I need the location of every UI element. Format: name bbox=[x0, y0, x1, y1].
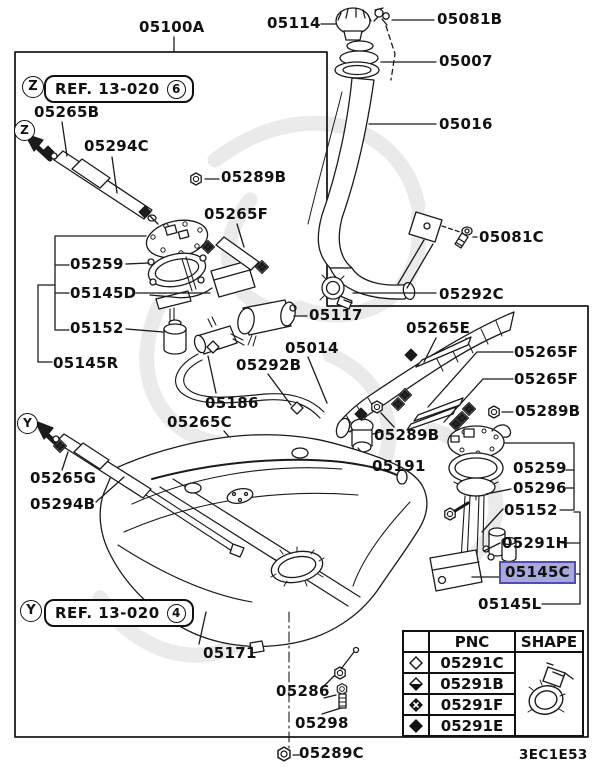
part-label-05081C[interactable]: 05081C bbox=[479, 228, 544, 246]
clamp-symbol-icon bbox=[402, 672, 430, 695]
part-label-05294C[interactable]: 05294C bbox=[84, 137, 149, 155]
part-label-05259-b[interactable]: 05259 bbox=[513, 459, 567, 477]
part-label-05265F-c[interactable]: 05265F bbox=[514, 370, 579, 388]
filler-neck-drawing bbox=[307, 7, 478, 310]
part-label-05265F-a[interactable]: 05265F bbox=[204, 205, 269, 223]
pnc-legend-table: PNC SHAPE 05291C 05291B bbox=[402, 630, 584, 737]
part-label-05265E[interactable]: 05265E bbox=[406, 319, 471, 337]
left-bracket bbox=[54, 235, 147, 331]
part-label-05289B-c[interactable]: 05289B bbox=[515, 402, 581, 420]
bottom-parts-drawing bbox=[277, 651, 355, 762]
pnc-cell[interactable]: 05291E bbox=[428, 714, 516, 737]
part-label-05292B[interactable]: 05292B bbox=[236, 356, 302, 374]
legend-row: 05291E bbox=[402, 714, 583, 737]
part-label-05265C[interactable]: 05265C bbox=[167, 413, 232, 431]
part-label-05145C-highlighted[interactable]: 05145C bbox=[499, 561, 576, 584]
legend-row: 05291B bbox=[402, 672, 583, 695]
ref-label: REF. 13-020 bbox=[55, 604, 160, 622]
clamp-symbol-icon bbox=[402, 693, 430, 716]
part-label-05016[interactable]: 05016 bbox=[439, 115, 493, 133]
symbol-column-header bbox=[402, 630, 430, 653]
shape-column-header: SHAPE bbox=[514, 630, 584, 653]
part-label-05296[interactable]: 05296 bbox=[513, 479, 567, 497]
part-label-05259-a[interactable]: 05259 bbox=[70, 255, 124, 273]
ref-number-badge: 6 bbox=[166, 79, 186, 99]
part-label-05294B[interactable]: 05294B bbox=[30, 495, 96, 513]
part-label-05145L[interactable]: 05145L bbox=[478, 595, 542, 613]
legend-row: 05291F bbox=[402, 693, 583, 716]
legend-row: 05291C bbox=[402, 651, 584, 737]
view-badge-z: Z bbox=[22, 76, 44, 98]
pnc-cell[interactable]: 05291B bbox=[428, 672, 516, 695]
diagram-code: 3EC1E53 bbox=[519, 747, 588, 763]
left-sender-drawing bbox=[24, 121, 260, 363]
pnc-column-header: PNC bbox=[428, 630, 516, 653]
part-label-05265F-b[interactable]: 05265F bbox=[514, 343, 579, 361]
part-label-05114[interactable]: 05114 bbox=[267, 14, 321, 32]
hose-clamp-icon bbox=[514, 651, 584, 737]
right-bracket bbox=[504, 442, 581, 605]
part-label-05007[interactable]: 05007 bbox=[439, 52, 493, 70]
view-marker-z: Z bbox=[14, 120, 35, 141]
part-label-05152-b[interactable]: 05152 bbox=[504, 501, 558, 519]
part-label-05289B-b[interactable]: 05289B bbox=[374, 426, 440, 444]
pnc-cell[interactable]: 05291C bbox=[428, 651, 516, 674]
part-label-05145D[interactable]: 05145D bbox=[70, 284, 137, 302]
diagram-border bbox=[14, 51, 589, 738]
view-marker-y: Y bbox=[17, 413, 38, 434]
clamp-symbol-icon bbox=[402, 714, 430, 737]
part-label-05286[interactable]: 05286 bbox=[276, 682, 330, 700]
hose-clamp-drawing bbox=[527, 662, 574, 715]
part-label-05298[interactable]: 05298 bbox=[295, 714, 349, 732]
y-direction-arrow bbox=[34, 420, 54, 440]
part-label-05117[interactable]: 05117 bbox=[309, 306, 363, 324]
left-bracket-2 bbox=[37, 284, 56, 363]
ref-number-badge: 4 bbox=[166, 603, 186, 623]
part-label-05171[interactable]: 05171 bbox=[203, 644, 257, 662]
part-label-05265B[interactable]: 05265B bbox=[34, 103, 100, 121]
part-label-05100A[interactable]: 05100A bbox=[139, 18, 205, 36]
right-pump-drawing bbox=[429, 424, 581, 605]
part-label-05291H[interactable]: 05291H bbox=[502, 534, 569, 552]
part-label-05014[interactable]: 05014 bbox=[285, 339, 339, 357]
part-label-05289C[interactable]: 05289C bbox=[299, 744, 364, 762]
ref-link-13-020-top[interactable]: REF. 13-020 6 bbox=[44, 75, 194, 103]
pnc-cell[interactable]: 05291F bbox=[428, 693, 516, 716]
part-label-05292C[interactable]: 05292C bbox=[439, 285, 504, 303]
part-label-05289B-a[interactable]: 05289B bbox=[221, 168, 287, 186]
ref-label: REF. 13-020 bbox=[55, 80, 160, 98]
view-badge-y: Y bbox=[20, 600, 42, 622]
clamp-symbol-icon bbox=[402, 651, 430, 674]
ref-link-13-020-bottom[interactable]: REF. 13-020 4 bbox=[44, 599, 194, 627]
part-label-05145R[interactable]: 05145R bbox=[53, 354, 119, 372]
part-label-05081B[interactable]: 05081B bbox=[437, 10, 503, 28]
part-label-05191[interactable]: 05191 bbox=[372, 457, 426, 475]
part-label-05152-a[interactable]: 05152 bbox=[70, 319, 124, 337]
part-label-05265G[interactable]: 05265G bbox=[30, 469, 97, 487]
part-label-05186[interactable]: 05186 bbox=[205, 394, 259, 412]
pnc-legend: PNC SHAPE 05291C 05291B bbox=[402, 630, 584, 737]
